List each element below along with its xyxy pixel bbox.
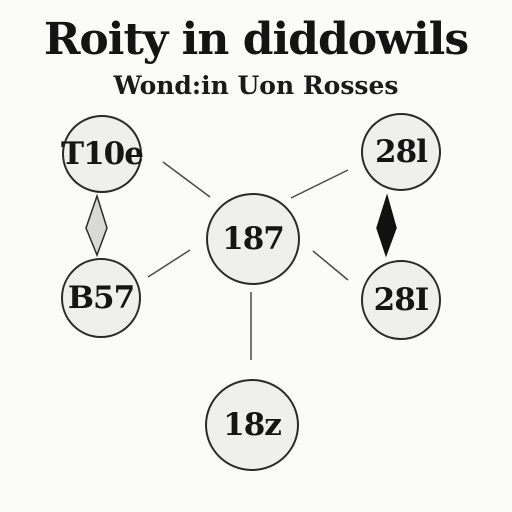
connector-bottom-left-to-center xyxy=(147,249,191,278)
connector-bottom-right-to-center xyxy=(312,250,349,281)
page-title: Roity in diddowils xyxy=(43,14,469,65)
node-bottom-label: 18z xyxy=(223,407,282,443)
node-top-left: T10e xyxy=(61,115,144,193)
node-bottom-right: 28I xyxy=(361,260,441,340)
node-top-right: 28l xyxy=(361,113,441,191)
node-bottom: 18z xyxy=(205,379,299,471)
page-subtitle: Wond:in Uon Rosses xyxy=(113,71,399,100)
connector-top-right-to-center xyxy=(290,169,349,199)
diamond-right xyxy=(376,193,397,258)
node-center-label: 187 xyxy=(222,221,285,257)
node-top-left-label: T10e xyxy=(61,136,144,172)
node-bottom-right-label: 28I xyxy=(373,282,430,318)
connector-top-left-to-center xyxy=(162,161,211,198)
node-bottom-left-label: B57 xyxy=(67,280,135,316)
node-top-right-label: 28l xyxy=(375,134,428,170)
node-center: 187 xyxy=(206,193,300,285)
diamond-left xyxy=(85,193,108,258)
node-bottom-left: B57 xyxy=(61,258,141,338)
